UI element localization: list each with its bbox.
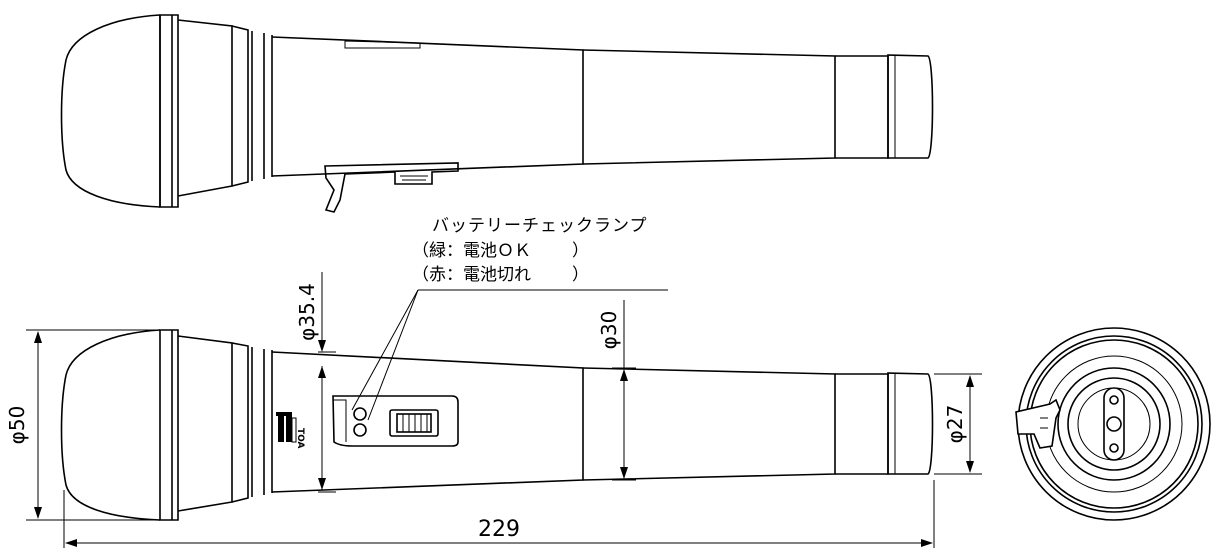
dim-label-length: 229: [478, 517, 520, 542]
bottom-view-microphone: TOA: [60, 329, 934, 521]
bottom-ring-section: [177, 335, 233, 512]
bottom-grille-head: [60, 329, 161, 521]
battery-lamp-callout: バッテリーチェックランプ （緑：電池ＯＫ ） （赤：電池切れ ）: [351, 216, 668, 421]
battery-lamp-led-2: [353, 423, 367, 437]
callout-green-close: ）: [572, 241, 589, 261]
callout-red-close: ）: [572, 265, 589, 285]
toa-logo: TOA: [276, 412, 305, 449]
power-switch: [389, 409, 439, 437]
switch-plate: [332, 395, 459, 447]
end-view-microphone: [1015, 327, 1211, 521]
dim-label-phi27: φ27: [943, 405, 967, 444]
dimension-lines: φ50 φ35.4 φ30 φ27 229: [5, 272, 982, 548]
dim-label-phi35-4: φ35.4: [295, 283, 319, 341]
end-battery-cap: [1057, 367, 1171, 481]
bottom-body: [271, 351, 584, 493]
dim-label-phi30: φ30: [597, 311, 621, 350]
top-handle: [582, 49, 836, 165]
end-clip-tab: [1015, 398, 1061, 449]
callout-title: バッテリーチェックランプ: [432, 216, 648, 236]
battery-lamp-led-1: [353, 407, 367, 421]
bottom-handle: [582, 367, 836, 481]
callout-green-ok: （緑：電池ＯＫ: [412, 241, 531, 261]
top-belt-clip: [324, 162, 459, 213]
end-cap-slot: [1103, 387, 1125, 461]
bottom-tail-antenna: [835, 373, 889, 475]
top-view-microphone: [60, 14, 934, 213]
callout-red-dead: （赤：電池切れ: [412, 265, 531, 285]
top-ring-section: [177, 19, 233, 197]
top-body: [271, 36, 584, 177]
toa-logo-text: TOA: [295, 428, 305, 449]
top-grille-head: [60, 14, 161, 208]
top-tail-antenna: [835, 55, 889, 159]
dim-label-phi50: φ50: [5, 406, 29, 445]
